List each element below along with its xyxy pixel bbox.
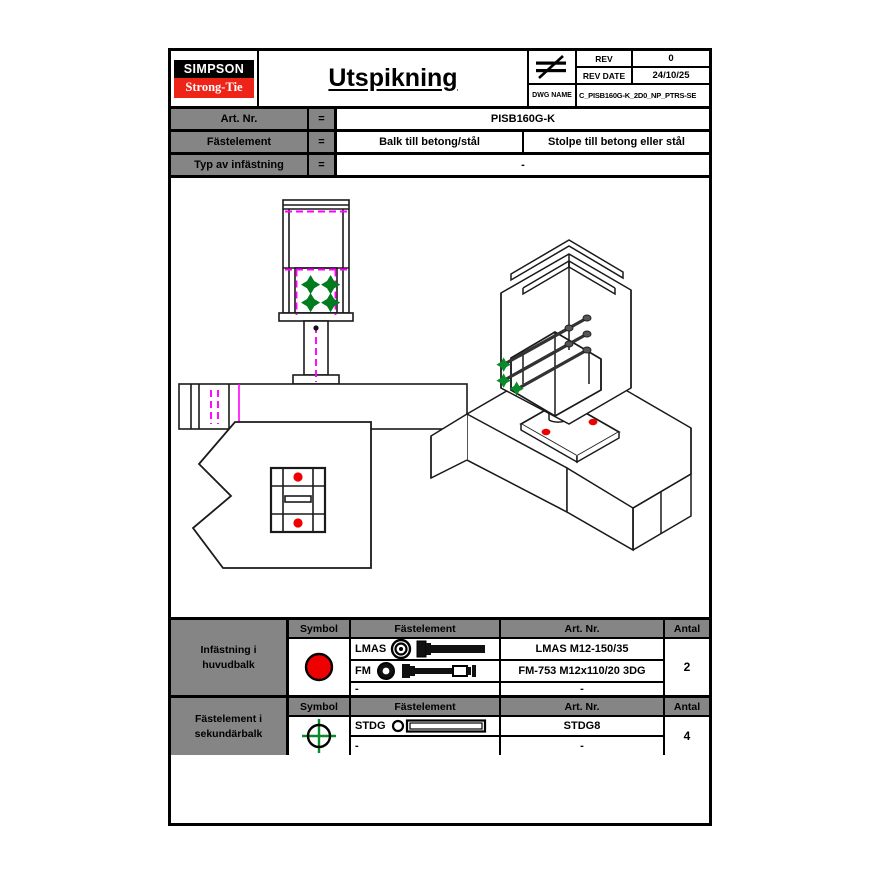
fastener-qty-main: 2 [665,639,709,695]
fastener-qty-secondary: 4 [665,717,709,755]
fastener-table-main-beam: Infästning i huvudbalk Symbol Fästelemen… [171,620,709,698]
front-elevation-view [178,199,468,430]
spec-label-fastelement: Fästelement [171,132,309,152]
first-angle-projection-icon [529,51,577,83]
fastener-table-main-beam-label-line1: Infästning i [200,644,257,657]
plan-view [191,421,372,569]
technical-drawing-svg [178,199,692,569]
fastener-code: LMAS [355,643,387,655]
table-row: FM FM-753 [351,661,665,683]
dwg-name-label: DWG NAME [529,85,577,106]
symbol-header-secondary: Symbol [289,698,349,717]
rev-date-value: 24/10/25 [652,70,690,81]
fastener-art-cell: - [501,683,665,695]
fastener-art-cell: STDG8 [501,717,665,735]
fastener-element-cell: STDG [351,717,501,735]
anchor-marker [293,518,303,528]
spec-row-fastelement: Fästelement = Balk till betong/stål Stol… [171,132,709,155]
fastener-element-cell: FM [351,661,501,681]
symbol-header-main: Symbol [289,620,349,639]
fastener-code: - [355,683,359,695]
fastener-rows-secondary: Fästelement Art. Nr. Antal STDG [351,698,709,755]
dwg-name-value: C_PISB160G-K_2D0_NP_PTRS-SE [579,91,697,100]
fastener-table-secondary-beam-label-line2: sekundärbalk [194,727,263,740]
fastener-art-cell: - [501,737,665,755]
table-row: - - [351,683,665,695]
rev-date-label: REV DATE [577,68,633,83]
spec-row-art-nr: Art. Nr. = PISB160G-K [171,109,709,132]
header-antal-secondary: Antal [665,698,709,715]
anchor-marker [588,418,598,426]
drawing-canvas [171,178,709,620]
fastener-table-secondary-beam-label: Fästelement i sekundärbalk [171,698,289,755]
symbol-cell-secondary [289,717,349,755]
header-art-secondary: Art. Nr. [501,698,665,715]
isometric-3d-view [430,239,692,552]
revision-block: REV 0 REV DATE 24/10/25 DWG NAME C_PISB1… [529,51,709,106]
fastener-code: STDG [355,720,386,732]
spec-value-fastelement-post: Stolpe till betong eller stål [524,132,709,152]
header-art-main: Art. Nr. [501,620,665,637]
spec-equals-typ: = [309,155,337,175]
logo-simpson-text: SIMPSON [174,59,254,78]
drawing-title-cell: Utspikning [259,51,529,106]
spec-equals-fastelement: = [309,132,337,152]
fastener-rows-main: Fästelement Art. Nr. Antal LMAS [351,620,709,695]
fastener-element-cell: LMAS [351,639,501,659]
bolt-markers-front [301,275,341,313]
bolt-markers-iso [496,357,524,396]
fastener-art-cell: FM-753 M12x110/20 3DG [501,661,665,681]
spec-value-fastelement-beam: Balk till betong/stål [337,132,524,152]
table-row: STDG STDG8 [351,717,665,737]
table-row: LMAS LMAS M12-150/35 [351,639,665,661]
spec-label-art-nr: Art. Nr. [171,109,309,129]
symbol-column-secondary: Symbol [289,698,351,755]
fastener-art-cell: LMAS M12-150/35 [501,639,665,659]
table-row: - - [351,737,665,755]
anchor-marker [541,428,551,436]
rev-label: REV [577,51,633,66]
spec-row-typ-av-infastning: Typ av infästning = - [171,155,709,178]
fastener-table-main-beam-label-line2: huvudbalk [202,658,255,671]
symbol-cell-main [289,639,349,695]
fastener-table-secondary-beam: Fästelement i sekundärbalk Symbol Fästel… [171,698,709,755]
spec-value-art-nr: PISB160G-K [337,109,709,129]
header-antal-main: Antal [665,620,709,637]
screw-icon [391,719,486,733]
header-fastelement-main: Fästelement [351,620,501,637]
fastener-table-secondary-beam-label-line1: Fästelement i [194,713,263,726]
spec-equals-art-nr: = [309,109,337,129]
fastener-table-main-beam-label: Infästning i huvudbalk [171,620,289,695]
drawing-sheet: SIMPSON Strong-Tie Utspikning REV 0 [168,48,712,826]
spec-value-typ-av-infastning: - [337,155,709,175]
hex-bolt-icon [390,639,486,659]
rev-value: 0 [668,53,674,64]
fastener-element-cell: - [351,683,501,695]
page-title: Utspikning [328,64,458,92]
expansion-anchor-icon [376,662,476,680]
symbol-column-main: Symbol [289,620,351,695]
fastener-code: - [355,740,359,752]
title-block: SIMPSON Strong-Tie Utspikning REV 0 [171,51,709,109]
header-fastelement-secondary: Fästelement [351,698,501,715]
anchor-marker [293,472,303,482]
simpson-strong-tie-logo: SIMPSON Strong-Tie [171,51,259,106]
logo-strongtie-text: Strong-Tie [174,77,254,98]
red-filled-circle-icon [304,652,334,682]
fastener-element-cell: - [351,737,501,755]
green-crosshair-circle-icon [302,719,336,753]
spec-label-typ-av-infastning: Typ av infästning [171,155,309,175]
fastener-code: FM [355,665,371,677]
